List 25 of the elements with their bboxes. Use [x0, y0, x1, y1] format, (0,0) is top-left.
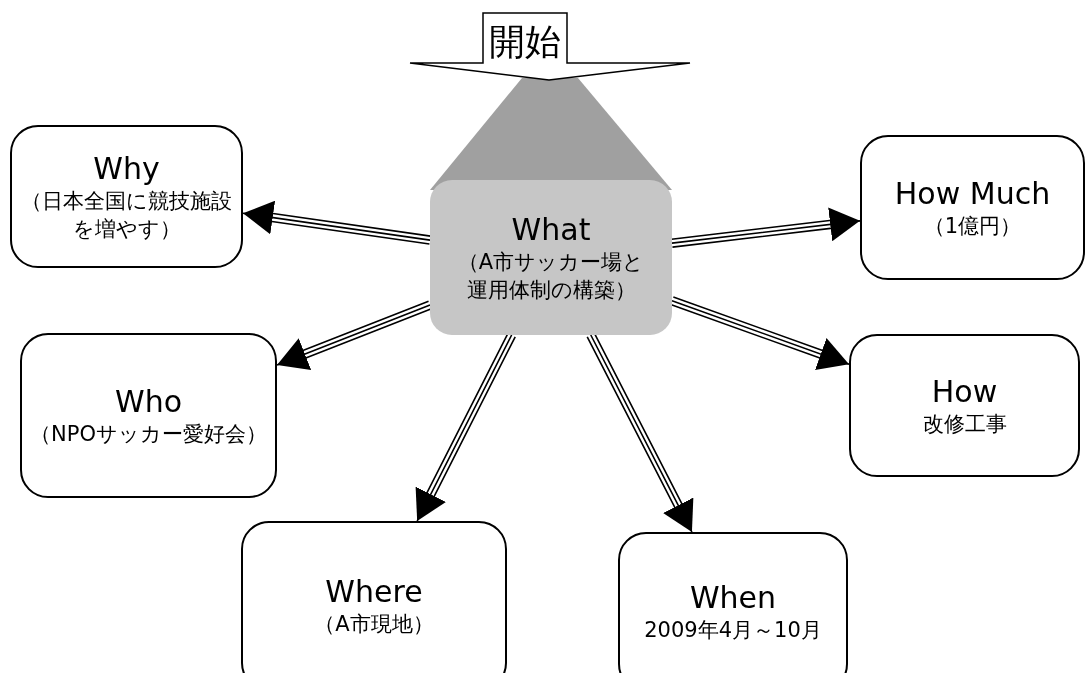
description: 改修工事	[922, 410, 1007, 438]
topic-box	[430, 180, 672, 335]
heading: Why	[93, 150, 160, 187]
description: 2009年4月～10月	[644, 617, 822, 644]
heading: When	[689, 580, 777, 616]
description: （NPOサッカー愛好会）	[30, 420, 267, 448]
description: （日本全国に競技施設を増やす）	[20, 187, 233, 243]
heading: Where	[325, 574, 423, 610]
question-box	[10, 125, 243, 268]
arrow	[415, 332, 516, 522]
question-box	[618, 532, 848, 673]
description: （A市現地）	[314, 611, 434, 638]
question-box	[20, 333, 277, 498]
arrow	[242, 200, 432, 245]
heading: Who	[115, 383, 182, 420]
question-box	[241, 521, 507, 673]
description: （A市サッカー場と運用体制の構築）	[456, 248, 646, 304]
arrow	[670, 207, 861, 248]
heading: What	[511, 211, 591, 248]
description: （1億円）	[923, 212, 1022, 240]
heading: How	[931, 373, 998, 410]
arrow	[586, 332, 694, 533]
question-box	[860, 135, 1085, 280]
heading: How Much	[894, 175, 1051, 212]
question-box	[849, 334, 1080, 477]
